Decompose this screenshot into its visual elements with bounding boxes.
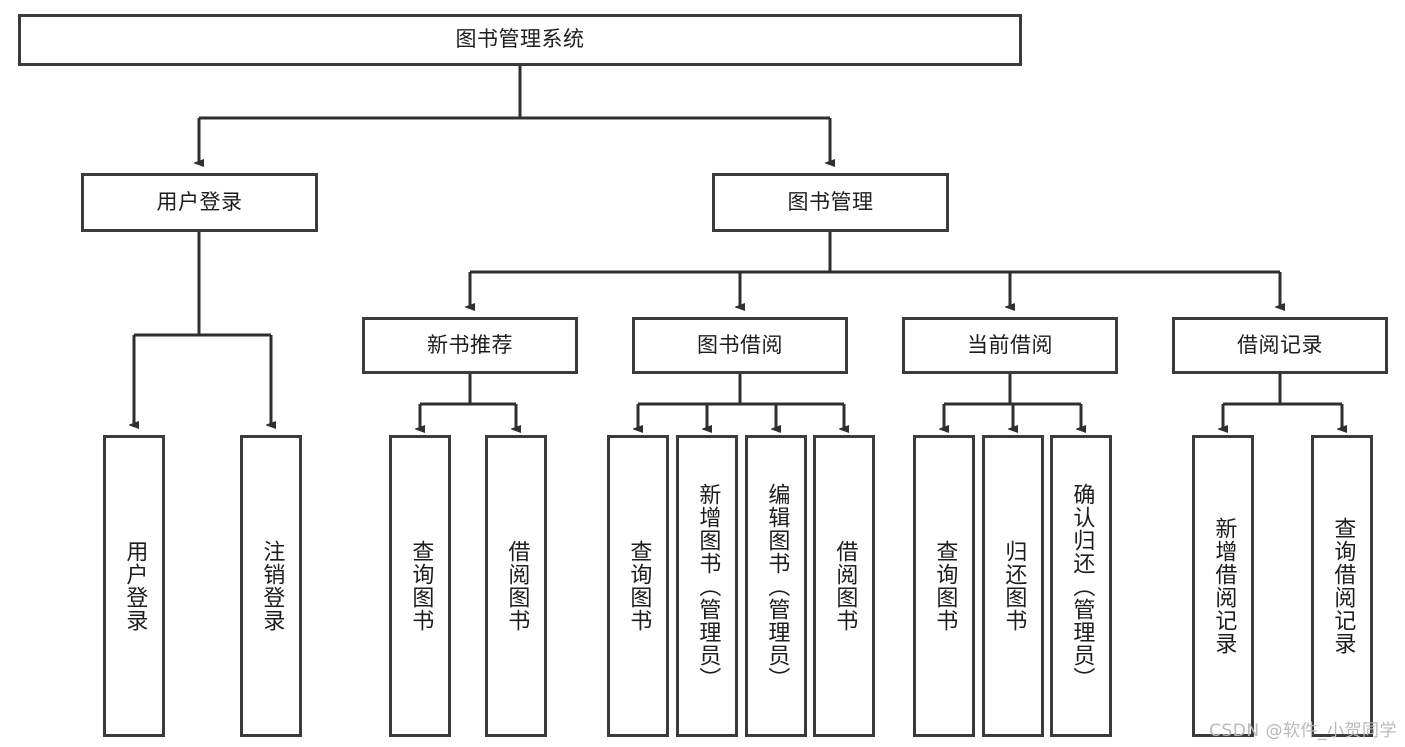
leaf-borrow-book[interactable]: 借阅图书 — [813, 435, 875, 737]
leaf-query-book-newbook[interactable]: 查询图书 — [389, 435, 451, 737]
node-label: 借阅图书 — [504, 540, 530, 632]
leaf-add-book-admin[interactable]: 新增图书（管理员） — [676, 435, 738, 737]
node-label: 借阅记录 — [1237, 332, 1323, 357]
node-label: 确认归还（管理员） — [1069, 482, 1095, 690]
node-user-login[interactable]: 用户登录 — [81, 173, 318, 232]
node-label: 新增借阅记录 — [1211, 517, 1237, 655]
node-label: 查询图书 — [626, 540, 652, 632]
node-label: 注销登录 — [259, 540, 285, 632]
leaf-query-book-borrow[interactable]: 查询图书 — [607, 435, 669, 737]
leaf-user-logout[interactable]: 注销登录 — [240, 435, 302, 737]
node-book-borrow[interactable]: 图书借阅 — [632, 317, 848, 374]
node-label: 用户登录 — [122, 540, 148, 632]
csdn-watermark: CSDN @软件_小贺同学 — [1209, 721, 1397, 741]
node-label: 新增图书（管理员） — [695, 482, 721, 690]
node-system-root[interactable]: 图书管理系统 — [18, 14, 1022, 66]
leaf-return-book[interactable]: 归还图书 — [982, 435, 1044, 737]
node-borrow-record[interactable]: 借阅记录 — [1172, 317, 1388, 374]
leaf-add-borrow-record[interactable]: 新增借阅记录 — [1192, 435, 1254, 737]
node-label: 借阅图书 — [832, 540, 858, 632]
node-label: 图书管理 — [787, 189, 874, 214]
node-label: 图书借阅 — [697, 332, 783, 357]
node-label: 查询图书 — [408, 540, 434, 632]
node-label: 图书管理系统 — [455, 27, 585, 52]
leaf-borrow-book-newbook[interactable]: 借阅图书 — [485, 435, 547, 737]
node-label: 查询借阅记录 — [1330, 517, 1356, 655]
node-label: 归还图书 — [1001, 540, 1027, 632]
leaf-query-book-current[interactable]: 查询图书 — [913, 435, 975, 737]
node-new-book-recommend[interactable]: 新书推荐 — [362, 317, 578, 374]
node-label: 当前借阅 — [967, 332, 1053, 357]
leaf-confirm-return-admin[interactable]: 确认归还（管理员） — [1050, 435, 1112, 737]
node-label: 新书推荐 — [427, 332, 513, 357]
leaf-edit-book-admin[interactable]: 编辑图书（管理员） — [745, 435, 807, 737]
node-label: 查询图书 — [932, 540, 958, 632]
node-label: 用户登录 — [156, 189, 243, 214]
leaf-query-borrow-record[interactable]: 查询借阅记录 — [1311, 435, 1373, 737]
node-book-management[interactable]: 图书管理 — [712, 173, 949, 232]
node-current-borrow[interactable]: 当前借阅 — [902, 317, 1118, 374]
leaf-user-login[interactable]: 用户登录 — [103, 435, 165, 737]
node-label: 编辑图书（管理员） — [764, 482, 790, 690]
